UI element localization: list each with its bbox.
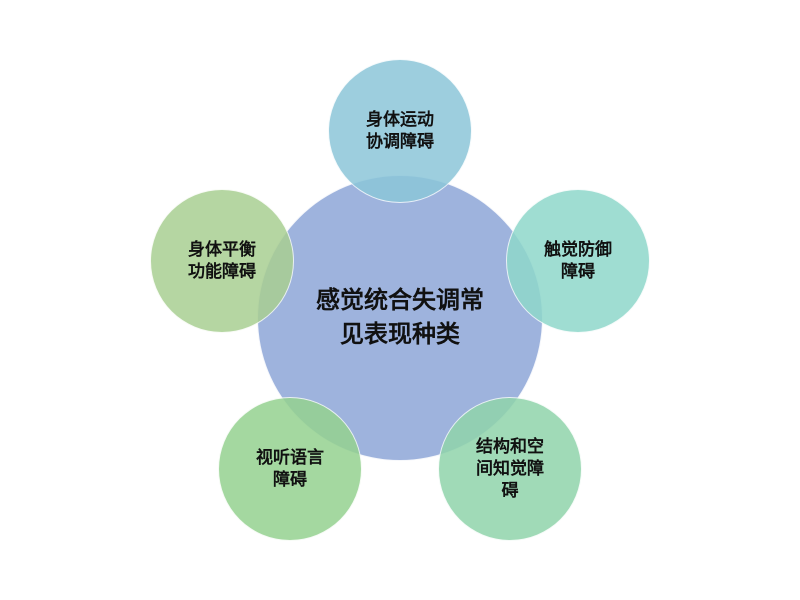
node-circle-bottom-left [218, 397, 362, 541]
node-left: 身体平衡 功能障碍 [150, 189, 294, 333]
node-right: 触觉防御 障碍 [506, 189, 650, 333]
node-label-bottom-left: 视听语言 障碍 [256, 447, 324, 490]
center-label: 感觉统合失调常 见表现种类 [316, 286, 484, 348]
node-circle-bottom-right [438, 397, 582, 541]
node-bottom-right: 结构和空 间知觉障 碍 [438, 397, 582, 541]
node-label-right: 触觉防御 障碍 [544, 239, 612, 282]
node-label-left: 身体平衡 功能障碍 [188, 239, 256, 282]
node-circle-top [328, 59, 472, 203]
node-bottom-left: 视听语言 障碍 [218, 397, 362, 541]
node-circle-left [150, 189, 294, 333]
center-label-wrap: 感觉统合失调常 见表现种类 [257, 175, 543, 461]
node-circle-right [506, 189, 650, 333]
node-label-top: 身体运动 协调障碍 [366, 109, 434, 152]
node-label-bottom-right: 结构和空 间知觉障 碍 [476, 436, 544, 502]
node-top: 身体运动 协调障碍 [328, 59, 472, 203]
